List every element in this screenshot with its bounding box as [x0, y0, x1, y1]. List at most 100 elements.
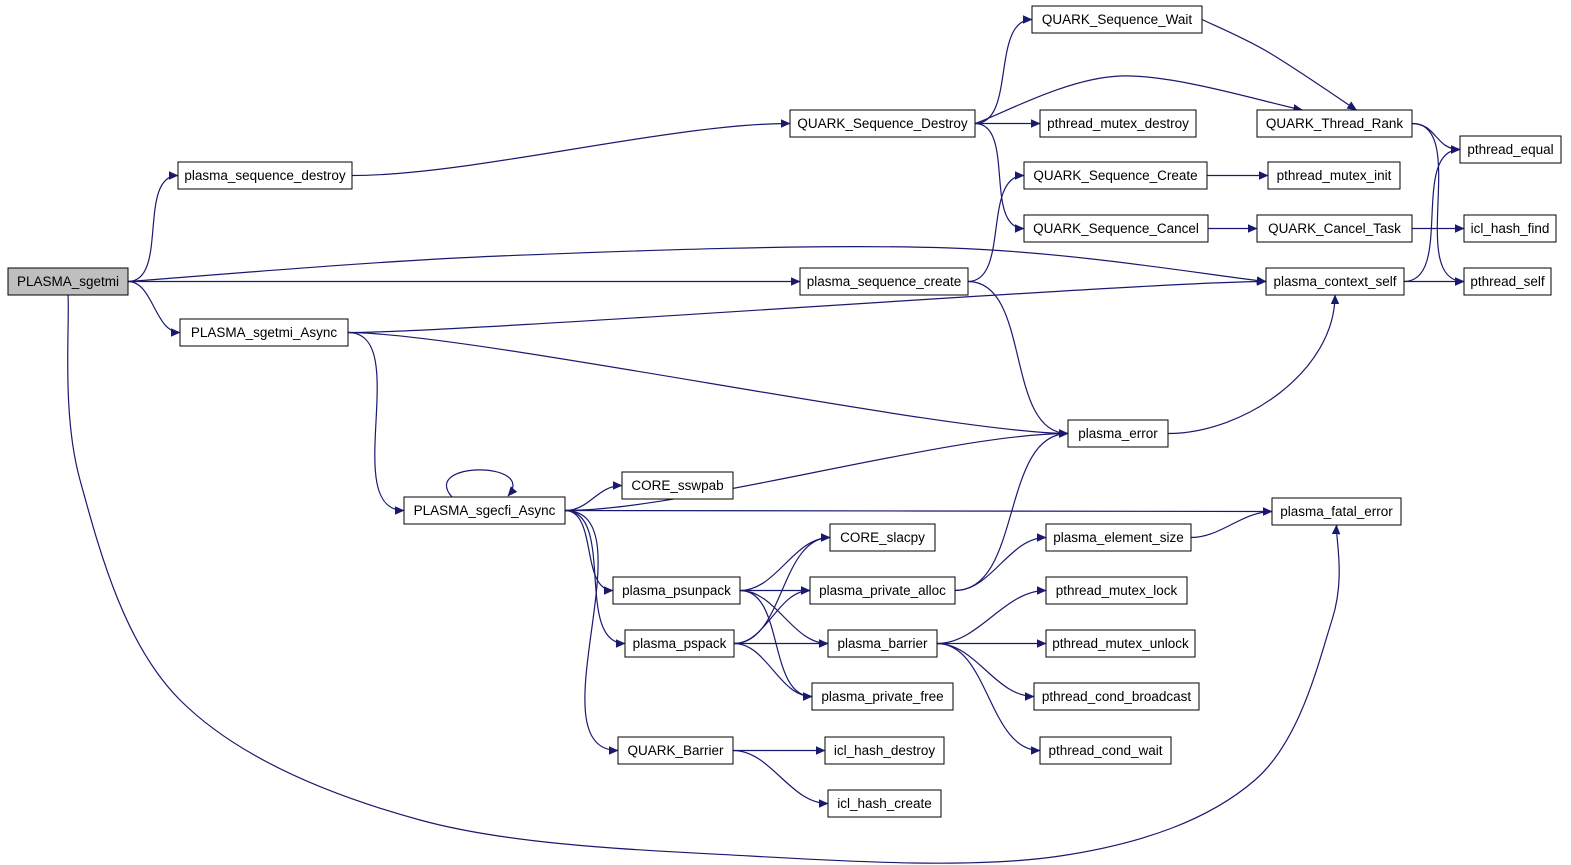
node-plasma_barrier[interactable]: plasma_barrier	[827, 629, 938, 658]
edge-plasma_barrier-pthread_mutex_lock	[936, 586, 1047, 645]
node-box-QUARK_Barrier[interactable]	[617, 736, 734, 765]
node-box-PLASMA_sgecfi_Async[interactable]	[403, 496, 566, 525]
node-pthread_mutex_init[interactable]: pthread_mutex_init	[1267, 161, 1401, 190]
node-box-plasma_pspack[interactable]	[624, 629, 735, 658]
edge-PLASMA_sgetmi-plasma_sequence_destroy	[127, 171, 179, 283]
edge-PLASMA_sgecfi_Async-plasma_psunpack	[564, 509, 614, 595]
edge-QUARK_Sequence_Destroy-QUARK_Sequence_Wait	[974, 15, 1033, 125]
edge-plasma_pspack-plasma_private_free	[733, 642, 813, 701]
node-box-plasma_fatal_error[interactable]	[1271, 497, 1402, 526]
node-QUARK_Sequence_Create[interactable]: QUARK_Sequence_Create	[1023, 161, 1208, 190]
node-box-pthread_cond_broadcast[interactable]	[1033, 682, 1200, 711]
node-pthread_cond_wait[interactable]: pthread_cond_wait	[1039, 736, 1172, 765]
node-box-plasma_context_self[interactable]	[1265, 267, 1405, 296]
node-QUARK_Barrier[interactable]: QUARK_Barrier	[617, 736, 734, 765]
node-PLASMA_sgetmi_Async[interactable]: PLASMA_sgetmi_Async	[179, 318, 349, 347]
node-box-CORE_slacpy[interactable]	[829, 523, 936, 552]
node-box-pthread_mutex_unlock[interactable]	[1045, 629, 1196, 658]
edge-plasma_context_self-pthread_equal	[1403, 145, 1461, 283]
node-box-icl_hash_destroy[interactable]	[824, 736, 945, 765]
node-CORE_sswpab[interactable]: CORE_sswpab	[621, 471, 734, 500]
node-box-pthread_mutex_init[interactable]	[1267, 161, 1401, 190]
node-box-QUARK_Thread_Rank[interactable]	[1256, 109, 1413, 138]
node-QUARK_Sequence_Cancel[interactable]: QUARK_Sequence_Cancel	[1023, 214, 1209, 243]
node-box-pthread_cond_wait[interactable]	[1039, 736, 1172, 765]
node-pthread_self[interactable]: pthread_self	[1463, 267, 1552, 296]
node-box-QUARK_Cancel_Task[interactable]	[1256, 214, 1413, 243]
edge-QUARK_Sequence_Destroy-QUARK_Thread_Rank	[974, 75, 1304, 125]
node-box-pthread_equal[interactable]	[1459, 135, 1562, 164]
node-pthread_equal[interactable]: pthread_equal	[1459, 135, 1562, 164]
node-plasma_sequence_destroy[interactable]: plasma_sequence_destroy	[177, 161, 353, 190]
node-plasma_pspack[interactable]: plasma_pspack	[624, 629, 735, 658]
node-box-plasma_private_alloc[interactable]	[809, 576, 956, 605]
edge-QUARK_Barrier-icl_hash_create	[732, 749, 829, 808]
node-box-plasma_barrier[interactable]	[827, 629, 938, 658]
node-box-QUARK_Sequence_Destroy[interactable]	[789, 109, 976, 138]
edges-layer	[67, 15, 1465, 864]
edge-plasma_sequence_create-QUARK_Sequence_Create	[967, 171, 1025, 283]
edge-PLASMA_sgetmi-plasma_context_self	[127, 246, 1267, 285]
node-plasma_fatal_error[interactable]: plasma_fatal_error	[1271, 497, 1402, 526]
node-box-plasma_psunpack[interactable]	[612, 576, 741, 605]
node-box-QUARK_Sequence_Create[interactable]	[1023, 161, 1208, 190]
edge-PLASMA_sgecfi_Async-PLASMA_sgecfi_Async	[445, 469, 518, 498]
edge-plasma_sequence_destroy-QUARK_Sequence_Destroy	[351, 119, 791, 177]
node-QUARK_Sequence_Destroy[interactable]: QUARK_Sequence_Destroy	[789, 109, 976, 138]
edge-PLASMA_sgetmi_Async-plasma_context_self	[347, 277, 1267, 334]
edge-plasma_private_alloc-plasma_element_size	[954, 533, 1047, 592]
edge-plasma_error-plasma_context_self	[1167, 294, 1340, 435]
node-box-pthread_mutex_lock[interactable]	[1045, 576, 1188, 605]
node-QUARK_Sequence_Wait[interactable]: QUARK_Sequence_Wait	[1031, 5, 1203, 34]
node-box-pthread_mutex_destroy[interactable]	[1039, 109, 1197, 138]
node-plasma_element_size[interactable]: plasma_element_size	[1045, 523, 1192, 552]
edge-plasma_barrier-pthread_cond_wait	[936, 642, 1041, 755]
node-box-plasma_private_free[interactable]	[811, 682, 954, 711]
edge-plasma_private_alloc-plasma_error	[954, 429, 1069, 592]
node-box-icl_hash_find[interactable]	[1463, 214, 1557, 243]
node-pthread_mutex_destroy[interactable]: pthread_mutex_destroy	[1039, 109, 1197, 138]
edge-PLASMA_sgecfi_Async-plasma_pspack	[564, 509, 626, 648]
node-plasma_context_self[interactable]: plasma_context_self	[1265, 267, 1405, 296]
node-plasma_sequence_create[interactable]: plasma_sequence_create	[799, 267, 969, 296]
nodes-layer: PLASMA_sgetmi plasma_sequence_destroyPLAS…	[7, 5, 1562, 818]
edge-PLASMA_sgecfi_Async-QUARK_Barrier	[564, 509, 619, 755]
node-plasma_error[interactable]: plasma_error	[1067, 419, 1169, 448]
node-PLASMA_sgetmi[interactable]: PLASMA_sgetmi	[7, 267, 129, 296]
node-box-plasma_error[interactable]	[1067, 419, 1169, 448]
edge-PLASMA_sgecfi_Async-plasma_fatal_error	[564, 507, 1273, 516]
node-box-pthread_self[interactable]	[1463, 267, 1552, 296]
node-icl_hash_create[interactable]: icl_hash_create	[827, 789, 942, 818]
node-box-plasma_sequence_create[interactable]	[799, 267, 969, 296]
edge-PLASMA_sgecfi_Async-CORE_sswpab	[564, 481, 623, 512]
node-QUARK_Cancel_Task[interactable]: QUARK_Cancel_Task	[1256, 214, 1413, 243]
node-box-QUARK_Sequence_Wait[interactable]	[1031, 5, 1203, 34]
node-box-PLASMA_sgetmi_Async[interactable]	[179, 318, 349, 347]
edge-QUARK_Thread_Rank-pthread_self	[1411, 122, 1465, 286]
node-box-PLASMA_sgetmi[interactable]	[7, 267, 129, 296]
node-plasma_private_alloc[interactable]: plasma_private_alloc	[809, 576, 956, 605]
edge-PLASMA_sgetmi_Async-PLASMA_sgecfi_Async	[347, 331, 405, 515]
node-icl_hash_destroy[interactable]: icl_hash_destroy	[824, 736, 945, 765]
node-PLASMA_sgecfi_Async[interactable]: PLASMA_sgecfi_Async	[403, 496, 566, 525]
node-box-icl_hash_create[interactable]	[827, 789, 942, 818]
node-pthread_cond_broadcast[interactable]: pthread_cond_broadcast	[1033, 682, 1200, 711]
edge-plasma_psunpack-plasma_barrier	[739, 589, 829, 648]
node-box-QUARK_Sequence_Cancel[interactable]	[1023, 214, 1209, 243]
node-pthread_mutex_unlock[interactable]: pthread_mutex_unlock	[1045, 629, 1196, 658]
node-icl_hash_find[interactable]: icl_hash_find	[1463, 214, 1557, 243]
node-box-plasma_sequence_destroy[interactable]	[177, 161, 353, 190]
node-QUARK_Thread_Rank[interactable]: QUARK_Thread_Rank	[1256, 109, 1413, 138]
edge-plasma_pspack-plasma_private_alloc	[733, 586, 811, 645]
node-box-plasma_element_size[interactable]	[1045, 523, 1192, 552]
edge-plasma_element_size-plasma_fatal_error	[1190, 507, 1273, 539]
edge-plasma_sequence_create-plasma_error	[967, 280, 1069, 438]
node-plasma_private_free[interactable]: plasma_private_free	[811, 682, 954, 711]
node-plasma_psunpack[interactable]: plasma_psunpack	[612, 576, 741, 605]
node-CORE_slacpy[interactable]: CORE_slacpy	[829, 523, 936, 552]
edge-PLASMA_sgetmi_Async-plasma_error	[347, 331, 1069, 438]
node-box-CORE_sswpab[interactable]	[621, 471, 734, 500]
node-pthread_mutex_lock[interactable]: pthread_mutex_lock	[1045, 576, 1188, 605]
